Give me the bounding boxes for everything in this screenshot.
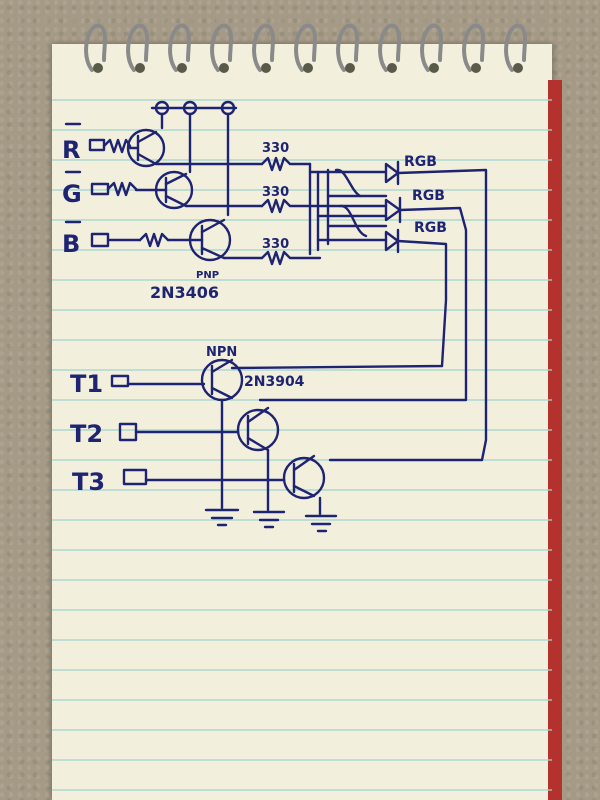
binding-holes <box>93 63 523 73</box>
spiral-binding <box>84 23 527 72</box>
label-g: G <box>62 180 82 208</box>
label-r: R <box>62 136 80 164</box>
resistor-label-3: 330 <box>262 237 289 252</box>
led-label-1: RGB <box>404 154 437 170</box>
resistor-label-2: 330 <box>262 185 289 200</box>
label-t1: T1 <box>70 370 103 398</box>
led-label-3: RGB <box>414 220 447 236</box>
label-t2: T2 <box>70 420 103 448</box>
circuit-wires <box>64 100 488 533</box>
led-label-2: RGB <box>412 188 445 204</box>
npn-part-label: 2N3904 <box>244 374 305 390</box>
notebook-cover-edge <box>548 80 562 800</box>
ruled-lines <box>52 99 552 791</box>
pnp-part-label: 2N3406 <box>150 283 219 302</box>
label-t3: T3 <box>72 468 105 496</box>
resistor-label-1: 330 <box>262 141 289 156</box>
npn-label: NPN <box>206 345 237 360</box>
label-b: B <box>62 230 80 258</box>
pnp-label: PNP <box>196 270 219 281</box>
